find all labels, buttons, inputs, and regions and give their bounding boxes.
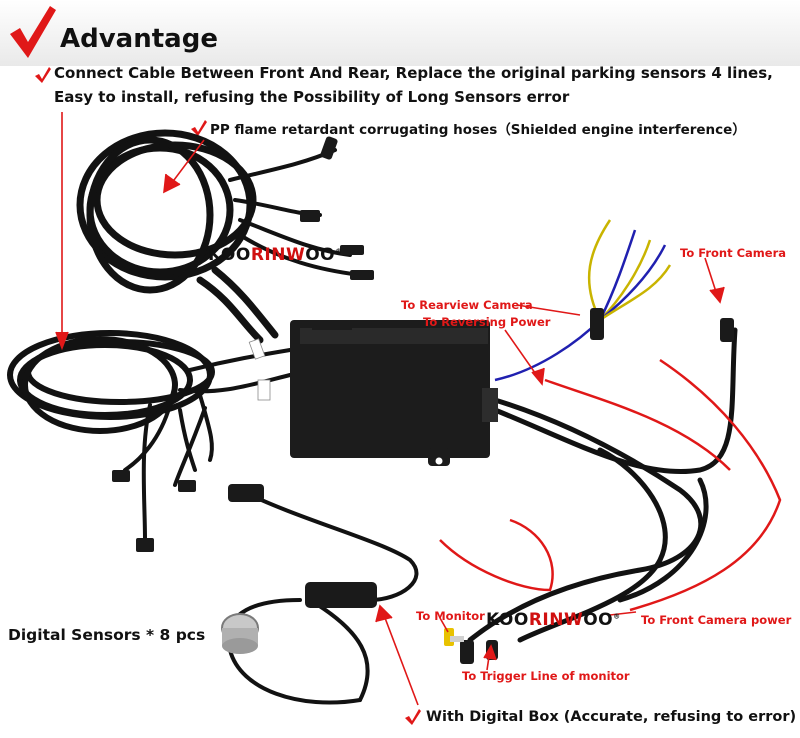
parking-sensor bbox=[221, 613, 259, 654]
advantage-line-2: Easy to install, refusing the Possibilit… bbox=[54, 88, 570, 106]
digital-box-caption: With Digital Box (Accurate, refusing to … bbox=[426, 709, 797, 725]
sensor-cable-coil bbox=[7, 330, 215, 434]
sensors-caption: Digital Sensors * 8 pcs bbox=[8, 626, 206, 644]
checkmark-icon bbox=[35, 67, 51, 83]
corrugated-hose-coil bbox=[76, 129, 279, 344]
brand-logo: KOORINWOO® bbox=[208, 245, 343, 265]
brand-logo: KOORINWOO® bbox=[486, 610, 621, 630]
control-box bbox=[290, 320, 498, 466]
header-band bbox=[0, 0, 800, 66]
checkmark-icon bbox=[10, 6, 56, 58]
hoses-note: PP flame retardant corrugating hoses（Shi… bbox=[210, 122, 746, 138]
advantage-title: Advantage bbox=[60, 24, 218, 54]
advantage-line-1: Connect Cable Between Front And Rear, Re… bbox=[54, 64, 773, 82]
checkmark-icon bbox=[191, 120, 207, 136]
checkmark-icon bbox=[405, 709, 421, 725]
digital-box-module bbox=[305, 582, 377, 608]
label-monitor: To Monitor bbox=[416, 609, 485, 623]
label-front-camera-power: To Front Camera power bbox=[641, 613, 792, 627]
label-trigger-line: To Trigger Line of monitor bbox=[462, 669, 630, 683]
label-front-camera: To Front Camera bbox=[680, 246, 787, 260]
label-reversing-power: To Reversing Power bbox=[423, 315, 551, 329]
label-rearview-camera: To Rearview Camera bbox=[401, 298, 533, 312]
